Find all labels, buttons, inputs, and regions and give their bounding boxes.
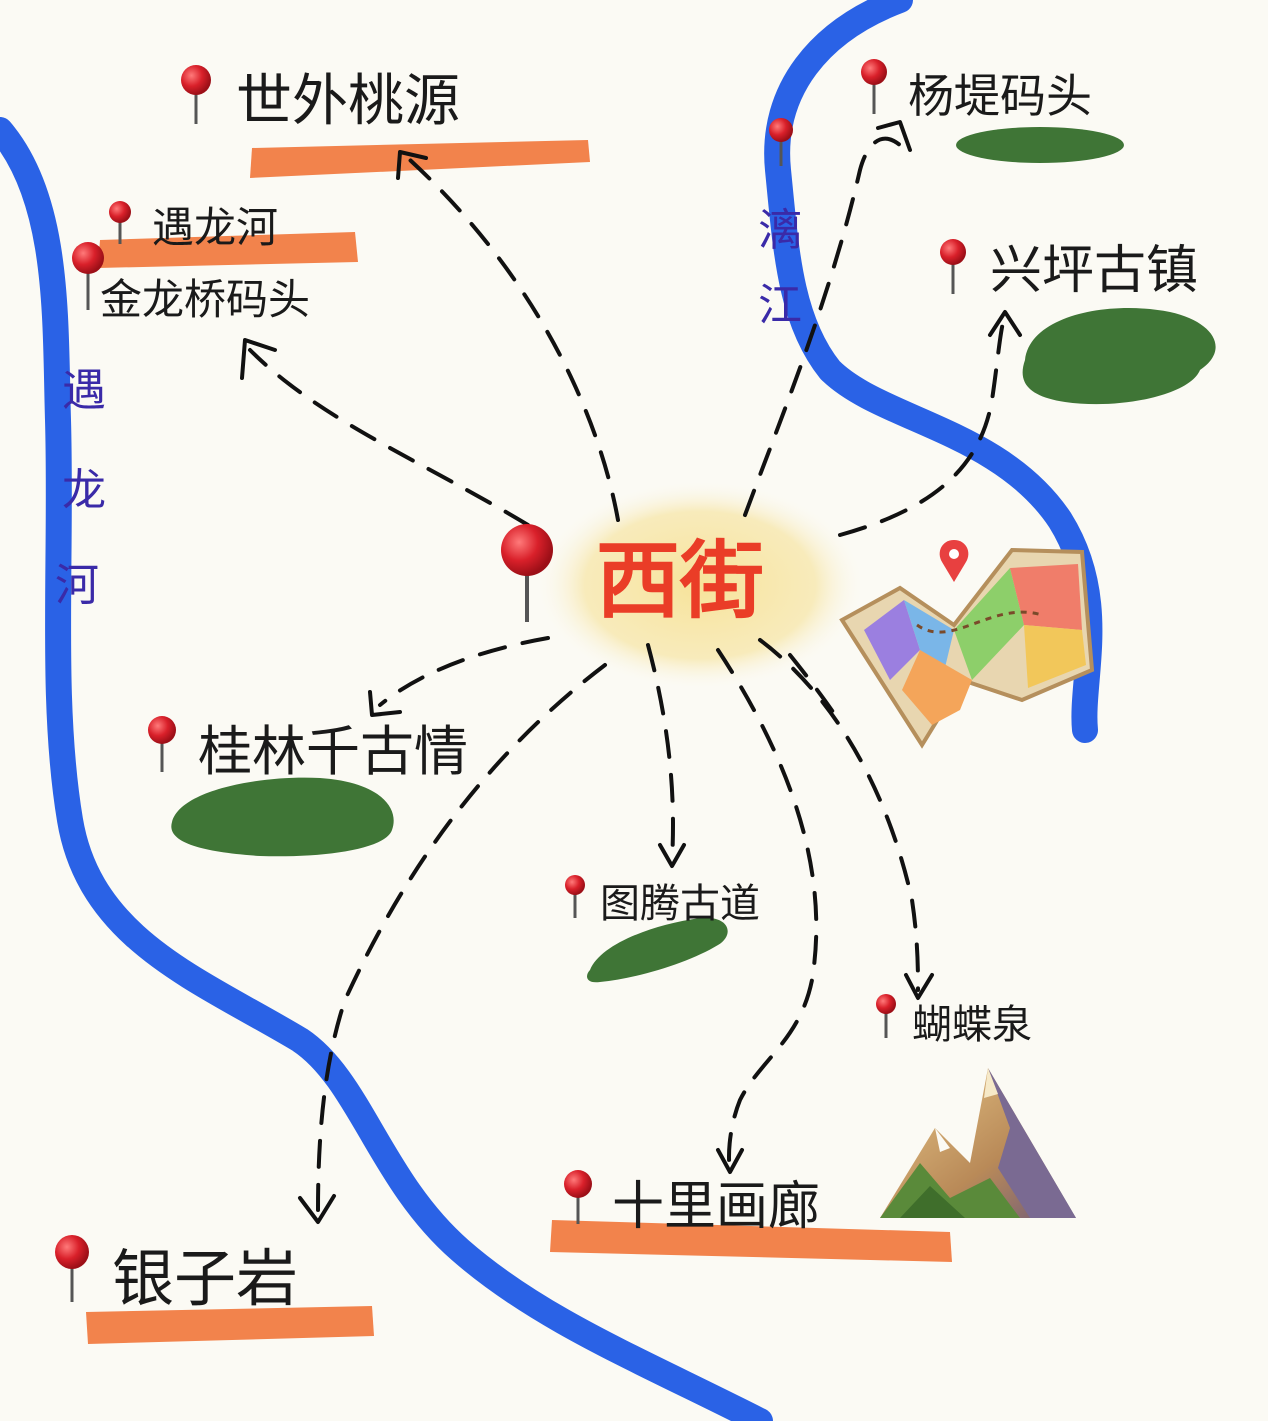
route-hudie bbox=[758, 638, 920, 992]
pin-icon bbox=[55, 1235, 89, 1302]
pin-icon bbox=[940, 239, 966, 294]
place-label: 兴坪古镇 bbox=[990, 241, 1198, 301]
arrow-tuteng bbox=[658, 843, 686, 868]
yulong-river-char-1: 遇 bbox=[62, 365, 106, 416]
route-tuteng bbox=[646, 643, 675, 862]
place-yulonghe[interactable]: 遇龙河 bbox=[109, 201, 278, 252]
arrowheads bbox=[240, 120, 1022, 1224]
route-shili bbox=[716, 648, 819, 1172]
place-label: 杨堤码头 bbox=[908, 69, 1092, 123]
arrow-jinlongqiao bbox=[240, 338, 277, 380]
place-label: 十里画廊 bbox=[612, 1177, 820, 1237]
green-mark-xingping bbox=[1022, 308, 1216, 405]
place-yinzi[interactable]: 银子岩 bbox=[55, 1235, 298, 1315]
pin-icon bbox=[769, 118, 793, 166]
mountain-icon bbox=[880, 1068, 1076, 1218]
arrow-shili bbox=[716, 1148, 744, 1174]
arrow-yinzi bbox=[298, 1194, 336, 1224]
route-yinzi bbox=[316, 663, 607, 1212]
place-qiangu[interactable]: 桂林千古情 bbox=[148, 716, 468, 783]
route-xingping bbox=[838, 313, 1007, 537]
folded-map-icon bbox=[839, 540, 1095, 749]
place-label: 桂林千古情 bbox=[198, 720, 468, 783]
pin-icon bbox=[72, 242, 104, 310]
highlight-yulonghe bbox=[98, 232, 358, 268]
highlight-shiwai bbox=[250, 140, 590, 178]
place-label: 蝴蝶泉 bbox=[912, 1002, 1032, 1048]
pin-icon bbox=[939, 540, 969, 582]
pin-icon bbox=[861, 59, 887, 114]
center-pin-icon bbox=[501, 524, 553, 622]
green-mark-yangdi bbox=[956, 127, 1124, 163]
place-label: 世外桃源 bbox=[236, 69, 460, 134]
pin-icon bbox=[564, 1170, 592, 1224]
place-hudie[interactable]: 蝴蝶泉 bbox=[876, 994, 1032, 1048]
pin-icon bbox=[876, 994, 896, 1038]
place-label: 图腾古道 bbox=[600, 881, 760, 927]
place-label: 金龙桥码头 bbox=[100, 275, 310, 324]
place-tuteng[interactable]: 图腾古道 bbox=[565, 875, 760, 927]
yulong-river bbox=[0, 117, 773, 1421]
arrow-yangdi bbox=[876, 120, 912, 152]
arrow-qiangu bbox=[368, 690, 402, 717]
place-yangdi[interactable]: 杨堤码头 bbox=[769, 59, 1092, 166]
place-label: 遇龙河 bbox=[152, 203, 278, 252]
place-shiwai[interactable]: 世外桃源 bbox=[181, 65, 460, 134]
pin-icon bbox=[565, 875, 585, 918]
place-xingping[interactable]: 兴坪古镇 bbox=[940, 239, 1198, 301]
route-yangdi bbox=[743, 136, 907, 517]
route-qiangu bbox=[378, 636, 550, 707]
arrow-xingping bbox=[988, 310, 1022, 337]
routes bbox=[248, 136, 1007, 1212]
route-shiwai bbox=[408, 158, 620, 522]
highlight-shili bbox=[550, 1220, 952, 1262]
place-shili[interactable]: 十里画廊 bbox=[564, 1170, 820, 1237]
yulong-river-char-2: 龙 bbox=[62, 465, 106, 516]
li-river-char-2: 江 bbox=[758, 280, 802, 331]
pin-icon bbox=[181, 65, 211, 124]
li-river-char-1: 漓 bbox=[758, 205, 802, 256]
center-glow bbox=[535, 480, 865, 690]
place-jinlongqiao[interactable]: 金龙桥码头 bbox=[72, 242, 310, 324]
route-extra bbox=[788, 653, 837, 717]
green-mark-tuteng bbox=[587, 917, 728, 983]
green-mark-qiangu bbox=[171, 777, 394, 857]
center-label: 西街 bbox=[596, 532, 764, 630]
arrow-hudie bbox=[904, 973, 934, 1000]
pin-icon bbox=[148, 716, 176, 772]
pin-icon bbox=[109, 201, 131, 244]
arrow-shiwai bbox=[396, 150, 428, 180]
highlight-yinzi bbox=[86, 1306, 374, 1344]
place-label: 银子岩 bbox=[112, 1242, 298, 1315]
yulong-river-char-3: 河 bbox=[55, 560, 99, 611]
route-jinlongqiao bbox=[248, 348, 530, 527]
